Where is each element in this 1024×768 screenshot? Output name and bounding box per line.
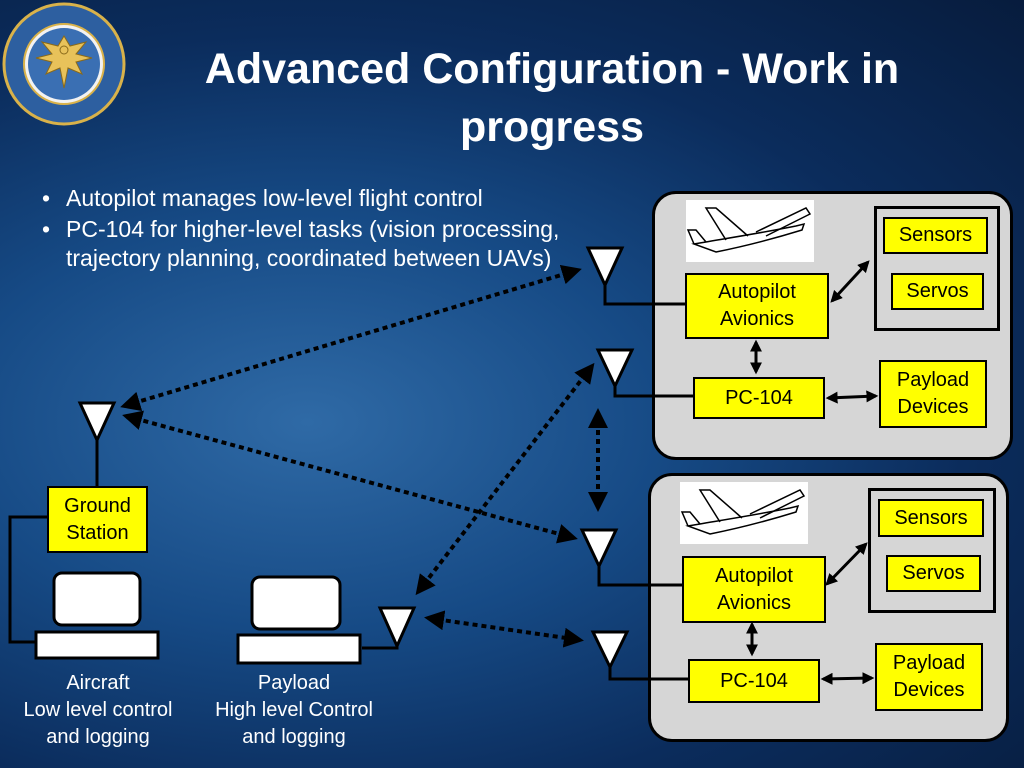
servos-box: Servos: [886, 555, 981, 592]
aircraft-caption: Aircraft Low level control and logging: [4, 670, 192, 751]
bullet-item: PC-104 for higher-level tasks (vision pr…: [40, 215, 600, 273]
servos-box: Servos: [891, 273, 984, 310]
aircraft-image: [680, 482, 808, 544]
autopilot-avionics-box: Autopilot Avionics: [685, 273, 829, 339]
sensors-box: Sensors: [878, 499, 984, 537]
payload-caption: Payload High level Control and logging: [198, 670, 390, 751]
ground-station-box: Ground Station: [47, 486, 148, 553]
slide-title: Advanced Configuration - Work in progres…: [204, 45, 900, 151]
sensor-servo-frame: [868, 488, 996, 613]
aircraft-computer-icon: [34, 570, 160, 662]
caption-line: Payload: [257, 672, 331, 694]
aircraft-image: [686, 200, 814, 262]
payload-devices-box: Payload Devices: [879, 360, 987, 428]
sensors-box: Sensors: [883, 217, 988, 254]
caption-line: and logging: [242, 726, 346, 748]
autopilot-avionics-box: Autopilot Avionics: [682, 556, 826, 623]
caption-line: Low level control: [23, 699, 173, 721]
pc104-box: PC-104: [688, 659, 820, 703]
caption-line: Aircraft: [66, 672, 130, 694]
bullet-item: Autopilot manages low-level flight contr…: [40, 184, 600, 213]
caption-line: High level Control: [215, 699, 373, 721]
academy-logo: [2, 2, 126, 126]
sensor-servo-frame: [874, 206, 1000, 331]
caption-line: and logging: [46, 726, 150, 748]
payload-devices-box: Payload Devices: [875, 643, 983, 711]
bullet-list: Autopilot manages low-level flight contr…: [40, 184, 600, 273]
payload-computer-icon: [236, 575, 362, 667]
pc104-box: PC-104: [693, 377, 825, 419]
